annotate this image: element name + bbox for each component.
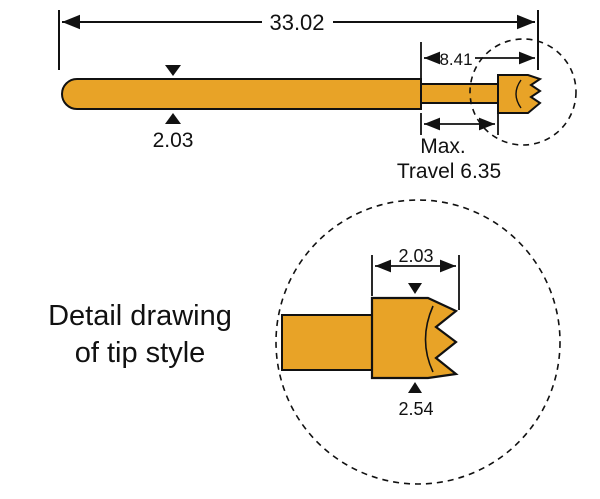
barrel-diameter-markers: 2.03 (153, 65, 194, 152)
detail-circle (275, 199, 561, 485)
detail-caption-line2: of tip style (75, 337, 206, 369)
plunger-length-dimension: 8.41 (420, 42, 535, 80)
max-travel-label-line1: Max. (420, 135, 466, 158)
max-travel-dimension: Max. Travel 6.35 (397, 113, 501, 183)
pin-crown-tip (497, 74, 543, 114)
plunger-length-label: 8.41 (439, 50, 472, 69)
pin-plunger (420, 83, 499, 104)
detail-callout-circle (469, 38, 577, 146)
tip-diameter-markers: 2.54 (398, 283, 434, 419)
detail-crown-tip (370, 296, 459, 380)
overall-length-label: 33.02 (269, 10, 324, 35)
barrel-diameter-label: 2.03 (153, 129, 194, 152)
max-travel-label-line2: Travel 6.35 (397, 160, 501, 183)
overall-length-dimension: 33.02 (58, 10, 539, 70)
tip-width-dimension: 2.03 (371, 246, 460, 310)
detail-caption-line1: Detail drawing (48, 300, 232, 332)
pin-barrel (61, 78, 422, 110)
detail-plunger-shaft (281, 314, 373, 371)
tip-width-label: 2.03 (398, 246, 433, 266)
tip-diameter-label: 2.54 (398, 399, 433, 419)
